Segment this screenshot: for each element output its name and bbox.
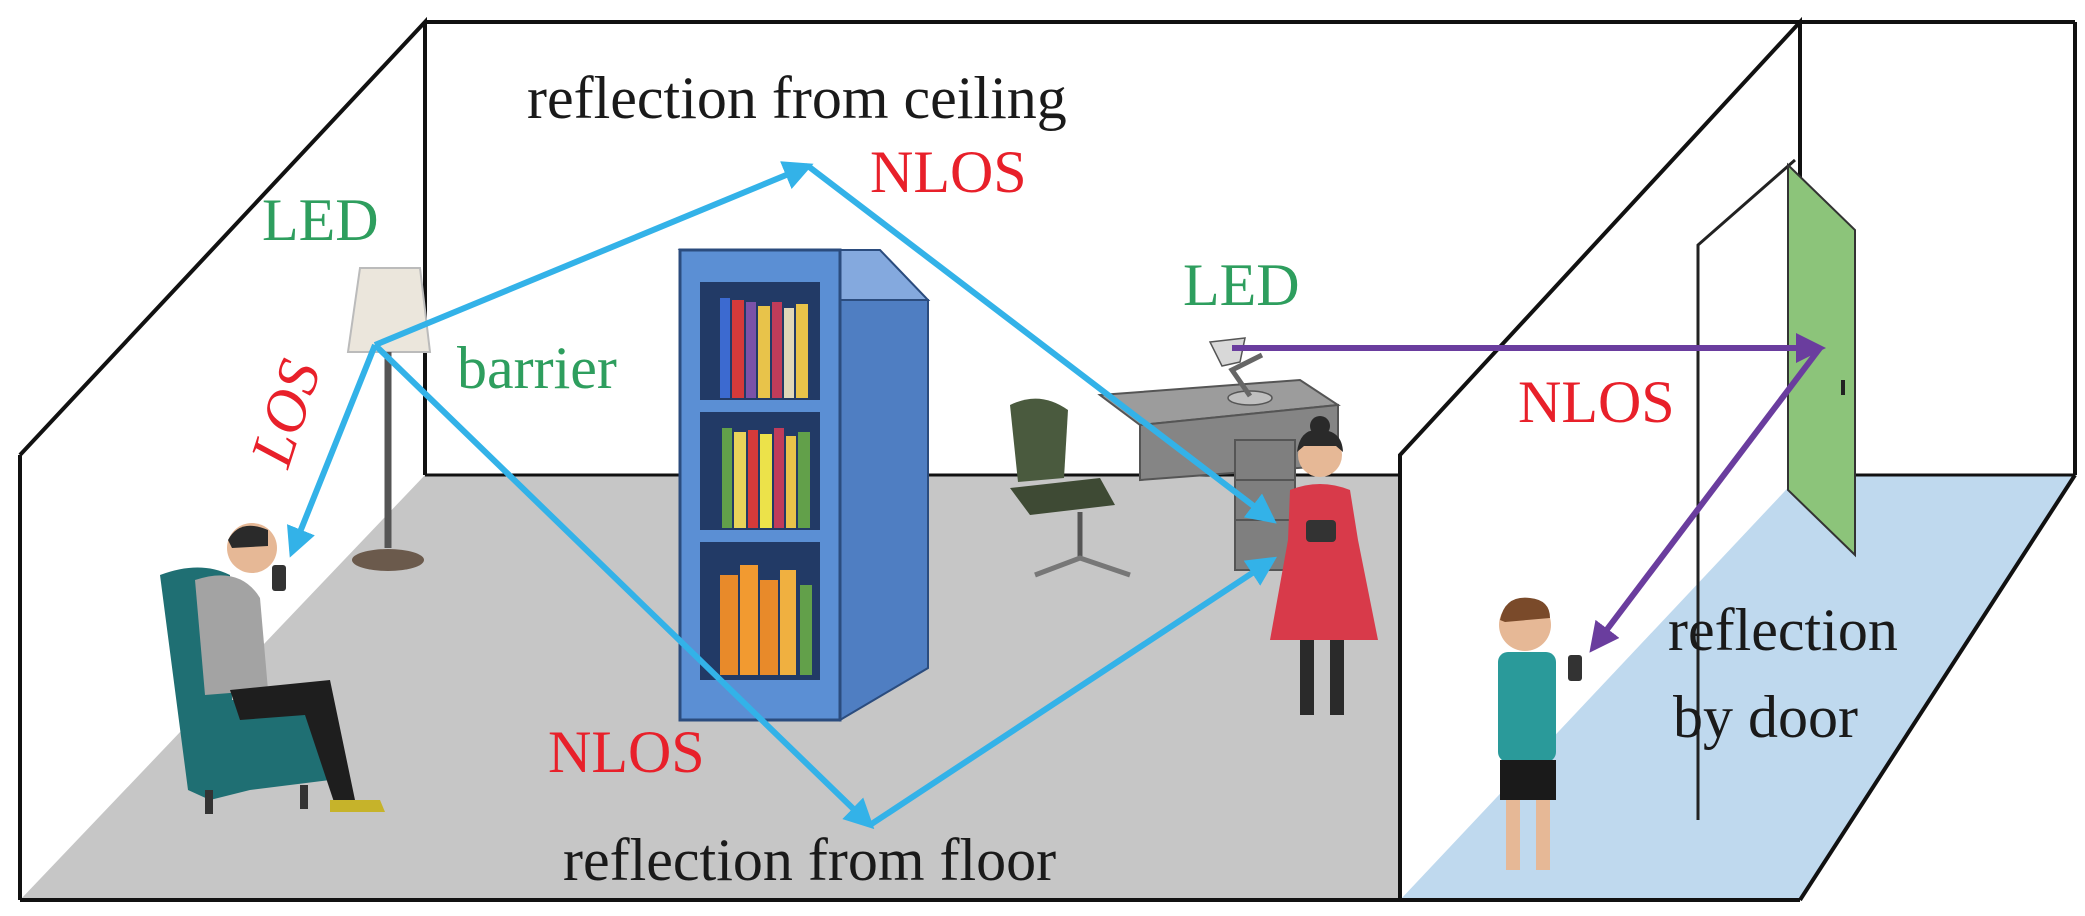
woman-leg-right [1330,640,1344,715]
woman-leg-left [1300,640,1314,715]
boy-leg-right [1536,800,1550,870]
los-arrow [287,343,378,558]
floor-reflected-arrow [868,556,1278,828]
office-chair-base [1034,555,1131,578]
man-torso [195,575,268,695]
label-reflection-door-line2: by door [1673,684,1858,750]
room-two-front-edge [1798,473,2077,902]
door-reflected-arrow [1589,346,1823,653]
boy-shorts [1500,760,1556,800]
nlos-door-path [1232,333,1826,653]
desk-lamp-arm [1228,352,1264,398]
woman-phone [1306,520,1336,542]
label-nlos-door: NLOS [1518,369,1675,435]
room-two-floor [1400,475,2075,900]
boy-hair [1500,597,1550,622]
bookshelf [677,248,931,722]
armchair-leg-2 [300,785,308,809]
books-row-1 [720,298,808,398]
office-chair-seat [1010,478,1115,515]
nlos-ceiling-path [373,161,1277,524]
standing-boy [1498,597,1582,870]
seated-man-in-armchair [160,523,385,814]
door-frame [1696,158,1796,820]
los-path [287,343,378,558]
man-shoes [330,800,385,812]
label-reflection-floor: reflection from floor [563,827,1056,893]
boy-phone [1568,655,1582,681]
label-led-lamp: LED [262,187,379,253]
books-row-3 [720,565,812,675]
lamp-base [352,549,424,571]
boy-shirt [1498,652,1556,762]
woman-dress [1270,484,1378,640]
man-legs [230,680,355,805]
ceiling-incident-arrow [373,161,814,348]
desk-lamp-base [1227,390,1273,406]
man-phone [272,565,286,591]
label-nlos-floor: NLOS [548,719,705,785]
armchair-leg [205,790,213,814]
label-reflection-door-line1: reflection [1668,597,1898,663]
desk-lamp-head [1208,337,1246,367]
label-led-desk: LED [1183,252,1300,318]
office-chair-back [1010,398,1068,482]
floor-incident-arrow [372,342,875,830]
label-nlos-ceiling: NLOS [870,139,1027,205]
woman-hair [1297,429,1343,452]
man-hair [228,525,268,548]
boy-leg-left [1506,800,1520,870]
label-los: LOS [237,352,333,475]
books-row-2 [722,428,810,528]
standing-woman [1270,416,1378,715]
label-barrier: barrier [457,335,617,401]
ceiling-reflected-arrow [806,163,1277,524]
nlos-floor-path [372,342,1278,830]
office-chair [1010,398,1131,578]
door-panel [1787,162,1856,558]
bookshelf-side [839,299,929,722]
label-reflection-ceiling: reflection from ceiling [527,65,1067,131]
desk-drawers [1234,439,1296,571]
